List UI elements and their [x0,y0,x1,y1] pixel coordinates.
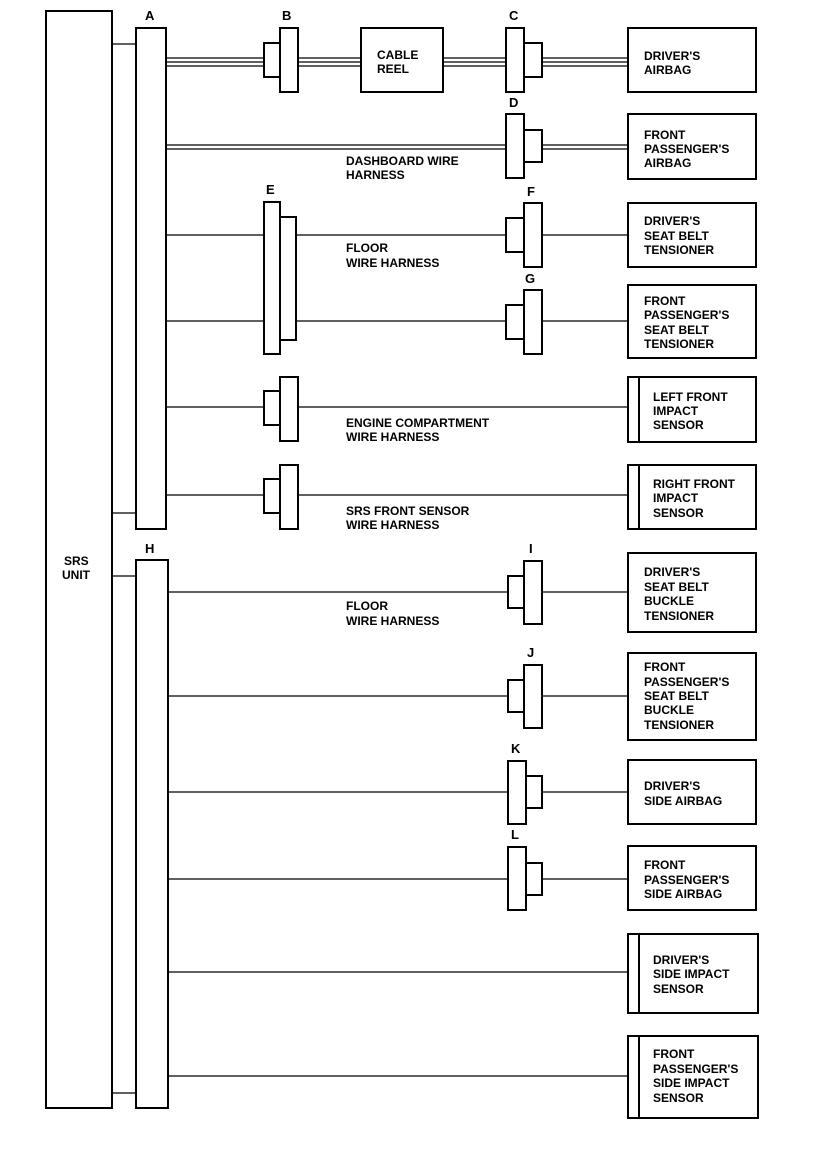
connector-a: A [135,8,167,530]
component-label: PASSENGER'S [644,308,729,322]
connector-b-label: B [282,8,291,23]
component-label: IMPACT [653,404,699,418]
component-label: AIRBAG [644,156,691,170]
component-label: BUCKLE [644,594,694,608]
component-driver-seat-belt-buckle-tensioner: DRIVER'S SEAT BELT BUCKLE TENSIONER [627,552,757,633]
wires-lower [168,591,628,1077]
wires-upper [166,57,628,496]
connector-f-label: F [527,184,535,199]
component-front-passenger-side-airbag: FRONT PASSENGER'S SIDE AIRBAG [627,845,757,911]
component-label: FRONT [644,858,686,872]
connector-j: J [507,645,543,729]
connector-d: D [505,95,543,179]
component-label: SIDE IMPACT [653,1076,730,1090]
component-label: PASSENGER'S [644,873,729,887]
component-front-passenger-airbag: FRONT PASSENGER'S AIRBAG [627,113,757,180]
floor-harness-upper-label-1: FLOOR [346,241,388,255]
component-driver-airbag: DRIVER'S AIRBAG [627,27,757,93]
connector-f: F [505,184,543,268]
connector-h: H [135,541,169,1109]
component-label: FRONT [644,128,686,142]
srs-front-harness-label-2: WIRE HARNESS [346,518,439,532]
component-label: DRIVER'S [644,779,700,793]
component-label: LEFT FRONT [653,390,728,404]
connector-d-label: D [509,95,518,110]
component-label: TENSIONER [644,609,714,623]
connector-l-label: L [511,827,519,842]
component-front-passenger-side-impact-sensor: FRONT PASSENGER'S SIDE IMPACT SENSOR [627,1035,759,1119]
floor-harness-lower-label-1: FLOOR [346,599,388,613]
connector-engine-harness [263,376,299,442]
component-label: DRIVER'S [644,49,700,63]
component-label: SENSOR [653,418,704,432]
component-label: IMPACT [653,491,699,505]
component-label: PASSENGER'S [653,1062,738,1076]
connector-e-label: E [266,182,275,197]
connector-i-label: I [529,541,533,556]
component-label: FRONT [653,1047,695,1061]
cable-reel-label-2: REEL [377,62,409,76]
connector-h-label: H [145,541,154,556]
component-label: FRONT [644,660,686,674]
component-driver-side-impact-sensor: DRIVER'S SIDE IMPACT SENSOR [627,933,759,1014]
component-driver-side-airbag: DRIVER'S SIDE AIRBAG [627,759,757,825]
component-left-front-impact-sensor: LEFT FRONT IMPACT SENSOR [627,376,757,443]
engine-harness-label-1: ENGINE COMPARTMENT [346,416,490,430]
component-front-passenger-seat-belt-buckle-tensioner: FRONT PASSENGER'S SEAT BELT BUCKLE TENSI… [627,652,757,741]
connector-srs-front-harness [263,464,299,530]
connector-e: E [263,182,297,355]
component-label: TENSIONER [644,337,714,351]
component-label: DRIVER'S [644,214,700,228]
component-label: SENSOR [653,982,704,996]
component-label: SEAT BELT [644,580,710,594]
component-label: SENSOR [653,1091,704,1105]
component-right-front-impact-sensor: RIGHT FRONT IMPACT SENSOR [627,464,757,530]
component-label: DRIVER'S [644,565,700,579]
harness-labels: DASHBOARD WIRE HARNESS FLOOR WIRE HARNES… [346,154,490,628]
connector-k: K [507,741,543,825]
dashboard-harness-label-1: DASHBOARD WIRE [346,154,459,168]
floor-harness-lower-label-2: WIRE HARNESS [346,614,439,628]
engine-harness-label-2: WIRE HARNESS [346,430,439,444]
connector-g: G [505,271,543,355]
component-label: SIDE IMPACT [653,967,730,981]
connector-c: C [505,8,543,93]
unit-to-connector-wires [112,43,136,1094]
component-front-passenger-seat-belt-tensioner: FRONT PASSENGER'S SEAT BELT TENSIONER [627,284,757,359]
component-label: FRONT [644,294,686,308]
connector-c-label: C [509,8,519,23]
component-label: SIDE AIRBAG [644,794,722,808]
dashboard-harness-label-2: HARNESS [346,168,405,182]
connector-g-label: G [525,271,535,286]
component-label: TENSIONER [644,718,714,732]
component-label: PASSENGER'S [644,675,729,689]
component-label: RIGHT FRONT [653,477,736,491]
connector-j-label: J [527,645,534,660]
srs-unit-label-2: UNIT [62,568,91,582]
srs-unit: SRS UNIT [45,10,113,1109]
component-label: DRIVER'S [653,953,709,967]
floor-harness-upper-label-2: WIRE HARNESS [346,256,439,270]
cable-reel: CABLE REEL [360,27,444,93]
component-label: PASSENGER'S [644,142,729,156]
component-label: BUCKLE [644,703,694,717]
cable-reel-label-1: CABLE [377,48,418,62]
connector-k-label: K [511,741,521,756]
component-label: SEAT BELT [644,689,710,703]
component-label: SEAT BELT [644,323,710,337]
component-label: AIRBAG [644,63,691,77]
component-label: SENSOR [653,506,704,520]
component-label: SIDE AIRBAG [644,887,722,901]
component-driver-seat-belt-tensioner: DRIVER'S SEAT BELT TENSIONER [627,202,757,268]
connector-a-label: A [145,8,155,23]
component-label: SEAT BELT [644,229,710,243]
srs-unit-label-1: SRS [64,554,89,568]
connector-i: I [507,541,543,625]
srs-front-harness-label-1: SRS FRONT SENSOR [346,504,470,518]
component-label: TENSIONER [644,243,714,257]
connector-l: L [507,827,543,911]
connector-b: B [263,8,299,93]
